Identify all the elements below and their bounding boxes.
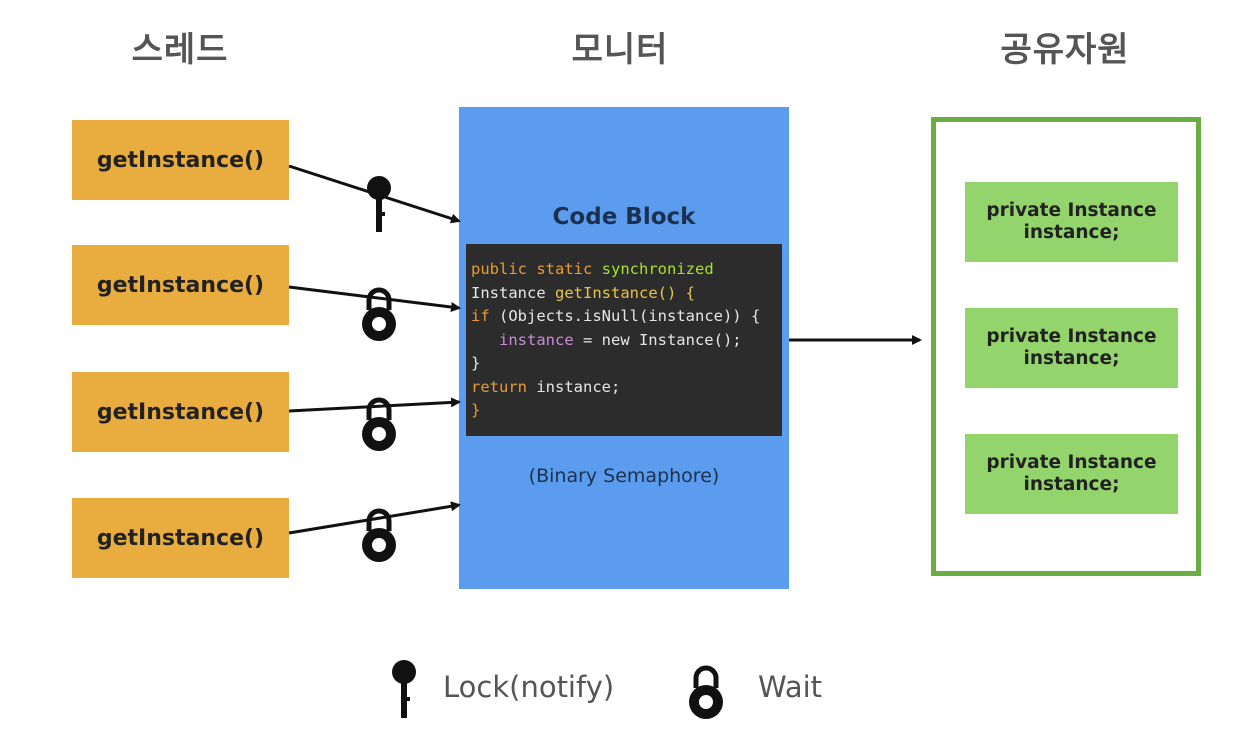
monitor-header: 모니터 xyxy=(571,30,669,70)
code-variable: instance xyxy=(499,330,574,349)
arrow-thread-4 xyxy=(288,501,461,535)
resource-box-2: private Instance instance; xyxy=(965,308,1178,388)
code-assignment: = new Instance(); xyxy=(573,330,742,349)
thread-box-1: getInstance() xyxy=(72,120,289,200)
code-condition: (Objects.isNull(instance)) { xyxy=(499,307,761,325)
shared-resource-header: 공유자원 xyxy=(1000,30,1130,70)
thread-box-3: getInstance() xyxy=(72,372,289,452)
code-brace: } xyxy=(471,401,481,419)
code-keyword: if xyxy=(471,307,490,325)
monitor-subtitle: (Binary Semaphore) xyxy=(528,465,720,487)
resource-label: private Instance instance; xyxy=(986,326,1157,369)
code-type: Instance xyxy=(471,283,546,302)
code-method: getInstance() { xyxy=(555,283,695,302)
key-icon xyxy=(367,176,391,232)
arrow-thread-2 xyxy=(288,285,461,312)
threads-header: 스레드 xyxy=(131,30,229,70)
padlock-icon xyxy=(362,397,396,451)
thread-box-4: getInstance() xyxy=(72,498,289,578)
legend-wait-label: Wait xyxy=(758,670,823,704)
shared-resource-container: private Instance instance; private Insta… xyxy=(931,117,1201,576)
padlock-icon xyxy=(362,287,396,341)
padlock-icon xyxy=(362,508,396,562)
resource-label: private Instance instance; xyxy=(986,200,1157,243)
legend-padlock-icon xyxy=(689,665,723,719)
code-keyword: return xyxy=(471,377,527,396)
legend-key-icon xyxy=(392,660,416,718)
monitor-block: Code Block public static synchronized In… xyxy=(459,107,789,589)
resource-box-1: private Instance instance; xyxy=(965,182,1178,262)
legend-lock-label: Lock(notify) xyxy=(443,670,615,704)
arrow-thread-3 xyxy=(288,397,461,413)
code-keyword: public static xyxy=(471,260,593,278)
code-keyword: synchronized xyxy=(601,260,714,278)
code-block-title: Code Block xyxy=(552,204,696,230)
resource-box-3: private Instance instance; xyxy=(965,434,1178,514)
code-snippet: public static synchronized Instance getI… xyxy=(466,244,782,436)
code-return-value: instance; xyxy=(527,377,621,396)
thread-box-2: getInstance() xyxy=(72,245,289,325)
resource-label: private Instance instance; xyxy=(986,452,1157,495)
code-brace: } xyxy=(471,354,481,372)
